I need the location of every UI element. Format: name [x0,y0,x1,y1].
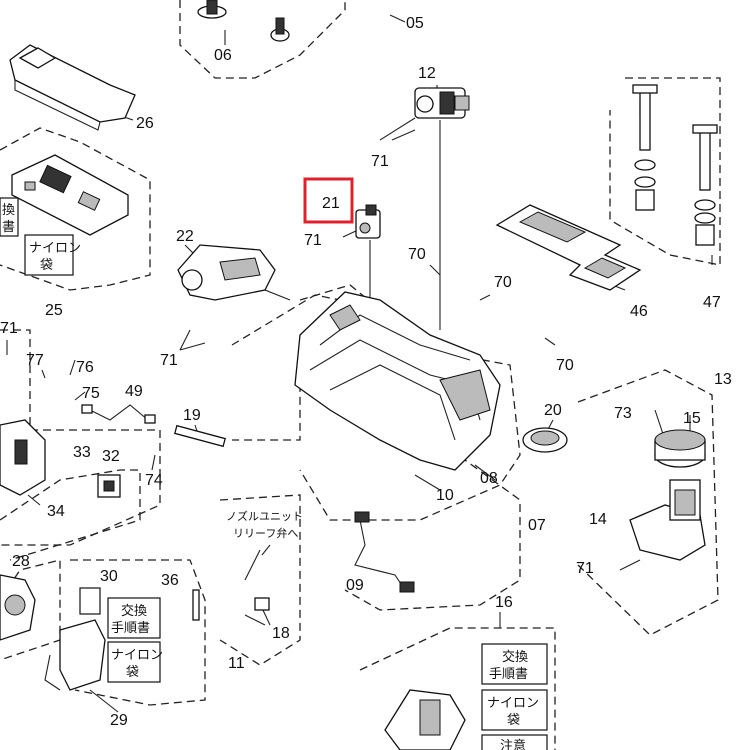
callout-26: 26 [136,115,154,132]
doc-box-nylon-30: ナイロン 袋 [107,641,163,683]
part-21-sensor [355,204,381,239]
callout-05: 05 [406,15,424,32]
nylon-25-line2: 袋 [40,258,53,273]
part-12-valve [414,87,470,119]
callout-71-b: 71 [304,232,322,249]
nozzle-note-line2: リリーフ弁へ [233,526,298,540]
part-20-cap [522,427,568,453]
doc-box-nylon-25: ナイロン 袋 [24,234,81,276]
left-manual-text: 書 [2,220,15,235]
part-36-tube [192,589,200,621]
part-29-kit [44,587,106,691]
callout-71-c: 71 [160,352,178,369]
callout-15: 15 [683,410,701,427]
callout-07: 07 [528,517,546,534]
part-22-cover [177,244,276,301]
callout-08: 08 [480,470,498,487]
callout-16: 16 [495,594,513,611]
doc-box-nylon-16: ナイロン 袋 [481,689,548,731]
callout-70-b: 70 [494,274,512,291]
callout-47: 47 [703,294,721,311]
nylon-30-line2: 袋 [126,665,139,680]
callout-36: 36 [161,572,179,589]
exchange-30-line1: 交換 [121,603,147,619]
part-14-pump [629,479,706,561]
part-19-rod [174,424,226,448]
callout-14: 14 [589,511,607,528]
part-28-body [0,574,36,641]
callout-12: 12 [418,65,436,82]
part-11-tube [244,549,270,611]
callout-18: 18 [272,625,290,642]
nozzle-note-line1: ノズルユニット [226,509,303,523]
doc-box-caution-16: 注意 [481,734,548,750]
left-exchange-text: 換 [2,203,15,218]
nylon-16-line1: ナイロン [487,696,539,711]
callout-46: 46 [630,303,648,320]
part-26-cover [9,44,136,131]
callout-labels: 05 06 26 12 71 21 71 22 25 71 70 70 70 4… [0,15,732,729]
callout-25: 25 [45,302,63,319]
callout-49: 49 [125,383,143,400]
nylon-30-line1: ナイロン [111,648,163,663]
callout-70-a: 70 [408,246,426,263]
callout-13: 13 [714,371,732,388]
part-05-06-hardware [197,0,290,42]
part-15-motor [654,429,706,468]
part-47-shafts [632,84,718,246]
callout-30: 30 [100,568,118,585]
caution-16-text: 注意 [500,738,526,750]
exchange-30-line2: 手順書 [111,621,150,636]
callout-28: 28 [12,553,30,570]
callout-19: 19 [183,407,201,424]
callout-09: 09 [346,577,364,594]
callout-32: 32 [102,448,120,465]
callout-70-c: 70 [556,357,574,374]
exchange-16-line2: 手順書 [489,667,528,682]
part-32-connector [97,474,121,498]
highlight-box-21 [303,177,354,224]
callout-29: 29 [110,712,128,729]
doc-box-exchange-16: 交換 手順書 [481,643,548,685]
part-left-bracket [0,419,46,496]
callout-75: 75 [82,385,100,402]
callout-71-a: 71 [371,153,389,170]
nylon-16-line2: 袋 [507,713,520,728]
callout-34: 34 [47,503,65,520]
callout-33: 33 [73,444,91,461]
part-46-plate [495,204,642,291]
part-49-cable [81,404,156,424]
part-09-harness [354,511,415,593]
callout-77: 77 [26,352,44,369]
part-25-pcb [11,154,129,236]
callout-71-d: 71 [576,560,594,577]
exchange-16-line1: 交換 [502,649,528,665]
callout-11: 11 [228,655,245,672]
nylon-25-line1: ナイロン [29,241,81,256]
callout-21: 21 [322,195,340,212]
callout-76: 76 [76,359,94,376]
callout-74: 74 [145,472,163,489]
doc-box-left-top: 換 書 [0,197,19,237]
part-16-assembly [384,689,466,750]
callout-73: 73 [614,405,632,422]
callout-10: 10 [436,487,454,504]
callout-71-e: 71 [0,320,18,337]
doc-box-exchange-30: 交換 手順書 [107,597,161,639]
part-07-chassis [294,291,501,471]
callout-22: 22 [176,228,194,245]
leader-lines [6,14,713,713]
callout-06: 06 [214,47,232,64]
callout-20: 20 [544,402,562,419]
